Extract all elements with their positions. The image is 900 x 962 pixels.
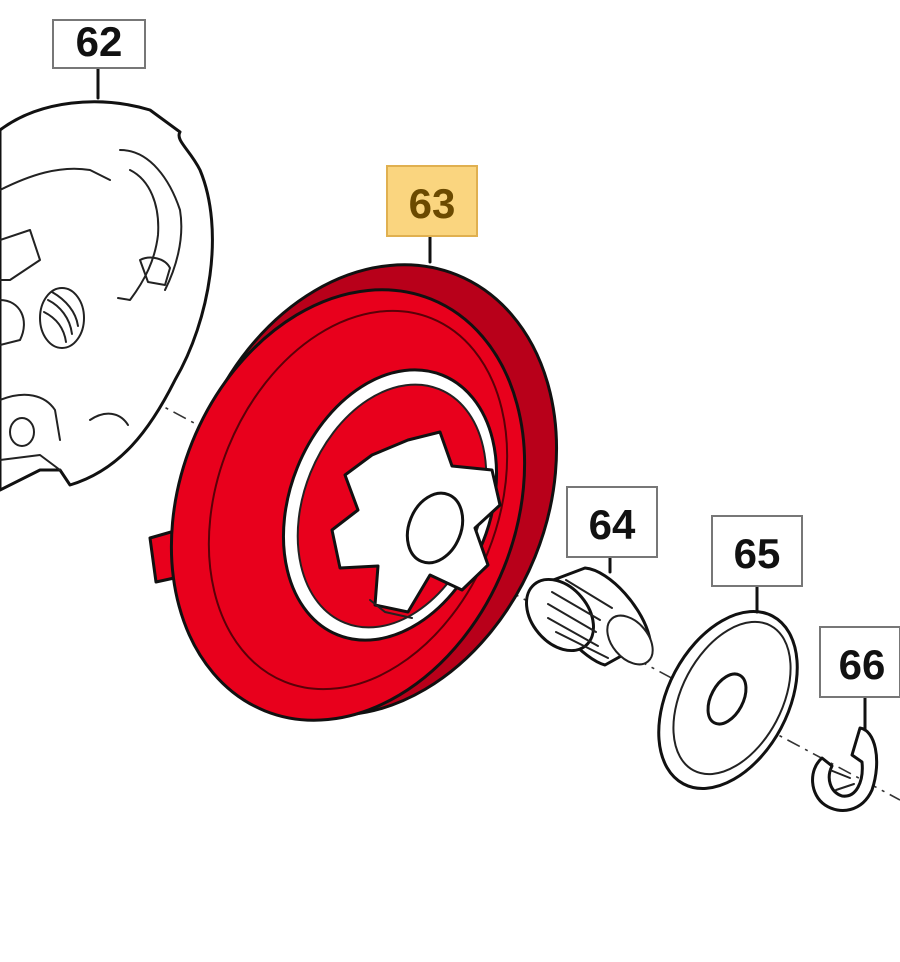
callout-64-label: 64 bbox=[589, 501, 636, 548]
callout-65-label: 65 bbox=[734, 530, 781, 577]
callout-62-label: 62 bbox=[76, 18, 123, 65]
callout-64[interactable]: 64 bbox=[566, 486, 658, 558]
washer-icon[interactable] bbox=[630, 588, 825, 812]
clutch-assembly-icon[interactable] bbox=[0, 100, 214, 492]
callout-65[interactable]: 65 bbox=[711, 515, 803, 587]
callout-66[interactable]: 66 bbox=[819, 626, 900, 698]
callout-66-label: 66 bbox=[839, 641, 886, 688]
callout-62[interactable]: 62 bbox=[52, 18, 146, 69]
callout-63-label: 63 bbox=[409, 180, 456, 227]
e-clip-icon[interactable] bbox=[811, 726, 879, 812]
needle-bearing-icon[interactable] bbox=[513, 566, 662, 673]
callout-63[interactable]: 63 bbox=[386, 165, 478, 237]
clutch-drum-sprocket-icon[interactable] bbox=[109, 208, 622, 774]
